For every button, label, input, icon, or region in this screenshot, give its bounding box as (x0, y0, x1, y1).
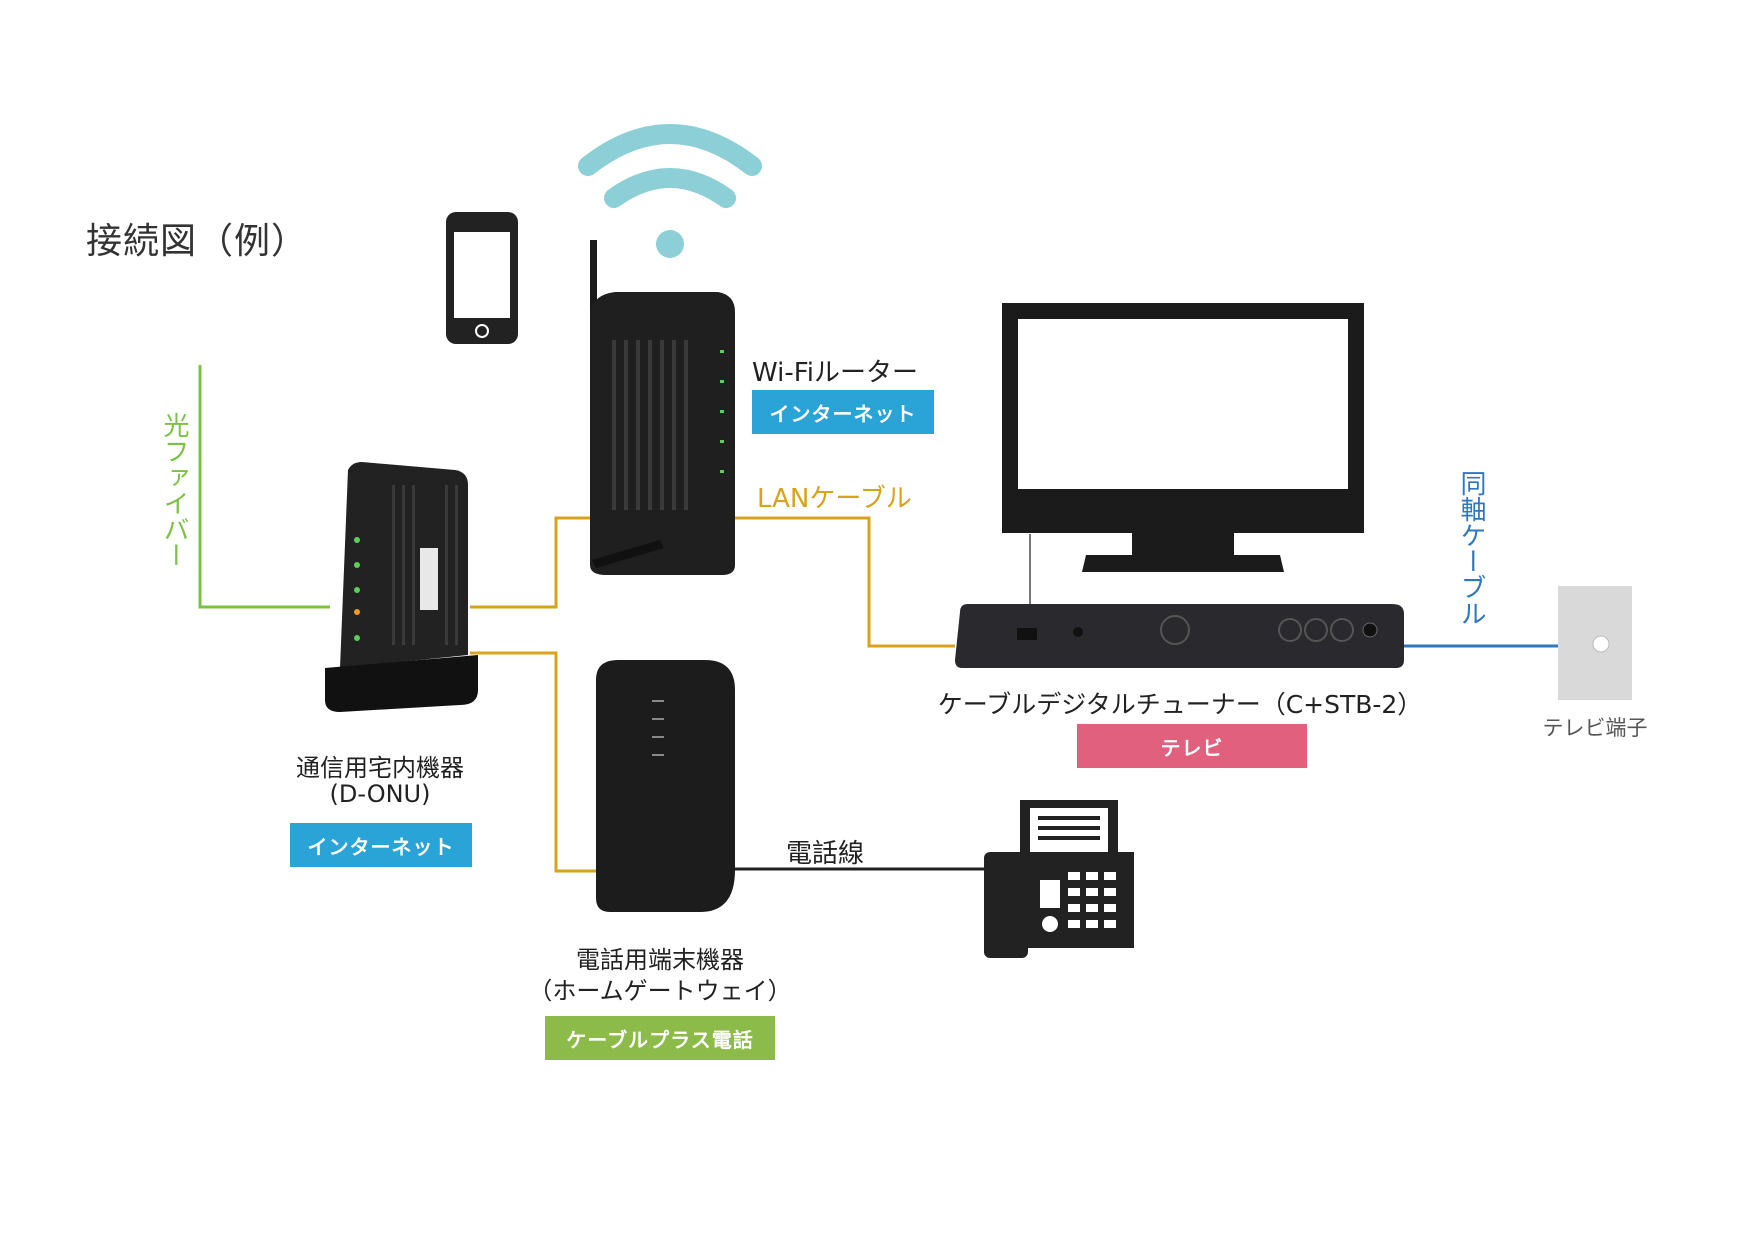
smartphone-icon (446, 212, 518, 344)
cable-plus-phone-badge: ケーブルプラス電話 (545, 1016, 775, 1060)
tuner-label: ケーブルデジタルチューナー（C+STB-2） (937, 690, 1423, 719)
tuner-device (955, 604, 1404, 668)
lan-cable-onu-gateway (470, 651, 596, 873)
fiber-cable (198, 365, 330, 609)
tv-outlet-label: テレビ端子 (1542, 716, 1648, 740)
fiber-label: 光ファイバー (159, 412, 189, 568)
home-gateway-device (596, 660, 735, 912)
tv-badge: テレビ (1077, 724, 1307, 768)
page-title: 接続図（例） (86, 221, 309, 262)
tv-outlet-device (1558, 586, 1632, 700)
onu-name-label: 通信用宅内機器 (296, 754, 464, 782)
fax-phone-icon (984, 800, 1134, 958)
phone-line-label: 電話線 (786, 839, 865, 869)
router-internet-badge: インターネット (752, 390, 934, 434)
tv-icon (1002, 303, 1364, 572)
wifi-router-device (590, 240, 735, 575)
gateway-model-label: （ホームゲートウェイ） (528, 977, 792, 1005)
onu-internet-badge: インターネット (290, 823, 472, 867)
gateway-name-label: 電話用端末機器 (576, 946, 744, 974)
coax-label: 同軸ケーブル (1456, 470, 1486, 626)
lan-cable-router-tuner (730, 516, 955, 648)
onu-model-label: (D-ONU) (329, 780, 431, 808)
wifi-icon (578, 124, 762, 258)
wifi-router-label: Wi-Fiルーター (752, 358, 919, 388)
lan-cable-onu-router (470, 516, 590, 609)
d-onu-device (325, 462, 478, 712)
lan-cable-label: LANケーブル (757, 484, 912, 514)
